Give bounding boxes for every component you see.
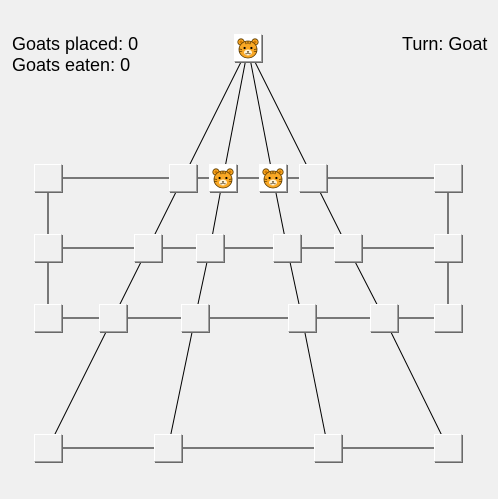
board-node-r2-1[interactable] bbox=[34, 234, 62, 262]
tiger-icon bbox=[262, 168, 284, 189]
board-node-tiger-r1-3[interactable] bbox=[209, 164, 237, 192]
board-node-tiger-apex[interactable] bbox=[234, 34, 262, 62]
board-edge-apex-r1-2 bbox=[182, 47, 249, 179]
board-node-r3-1[interactable] bbox=[34, 304, 62, 332]
board-node-r4-3[interactable] bbox=[314, 434, 342, 462]
board-node-r2-2[interactable] bbox=[134, 234, 162, 262]
board-edge-r3-2-r4-1 bbox=[47, 317, 114, 449]
board-node-r4-2[interactable] bbox=[154, 434, 182, 462]
tiger-icon bbox=[212, 168, 234, 189]
board-node-r1-1[interactable] bbox=[34, 164, 62, 192]
board-edge-r3-5-r4-4 bbox=[383, 317, 449, 449]
board-node-r2-5[interactable] bbox=[334, 234, 362, 262]
board-node-r1-5[interactable] bbox=[299, 164, 327, 192]
board-edge-apex-r1-4 bbox=[247, 47, 274, 179]
board-node-r1-2[interactable] bbox=[169, 164, 197, 192]
board-edge-r3-4-r4-3 bbox=[301, 317, 329, 449]
board-node-r3-4[interactable] bbox=[288, 304, 316, 332]
board-node-r1-6[interactable] bbox=[434, 164, 462, 192]
goats-placed-text: Goats placed: 0 bbox=[12, 34, 139, 54]
board-edge-apex-r1-5 bbox=[247, 47, 314, 179]
board-edge-r3-3-r4-2 bbox=[167, 317, 196, 449]
board-node-r3-3[interactable] bbox=[181, 304, 209, 332]
board-node-r2-4[interactable] bbox=[273, 234, 301, 262]
board-node-r3-5[interactable] bbox=[370, 304, 398, 332]
board-node-r3-2[interactable] bbox=[99, 304, 127, 332]
board-node-r4-4[interactable] bbox=[434, 434, 462, 462]
board-node-r4-1[interactable] bbox=[34, 434, 62, 462]
board-edge-apex-r1-3 bbox=[222, 47, 249, 179]
goats-eaten-text: Goats eaten: 0 bbox=[12, 55, 131, 75]
board-node-r3-6[interactable] bbox=[434, 304, 462, 332]
board-node-tiger-r1-4[interactable] bbox=[259, 164, 287, 192]
turn-indicator: Turn: Goat bbox=[402, 34, 488, 54]
board-node-r2-6[interactable] bbox=[434, 234, 462, 262]
tiger-icon bbox=[237, 38, 259, 59]
board-node-r2-3[interactable] bbox=[196, 234, 224, 262]
